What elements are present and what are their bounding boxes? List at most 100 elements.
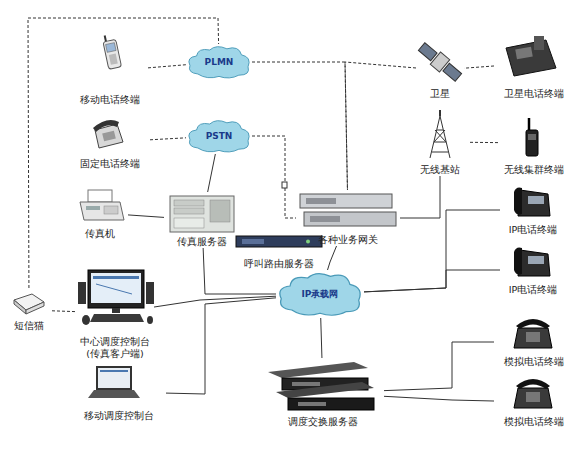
- sms-modem-icon-part: [14, 300, 26, 314]
- device-label: 模拟电话终端: [504, 356, 564, 368]
- network-cloud: PLMN: [186, 44, 252, 80]
- routing-server-icon-part: [242, 239, 264, 244]
- console-workstation-icon-part: [91, 273, 141, 303]
- switch-server-icon-part: [276, 382, 374, 398]
- console-workstation-icon-part: [90, 314, 144, 322]
- line-junction-square: [282, 182, 287, 188]
- ip-phone-icon: [514, 188, 550, 217]
- device-node: 模拟电话终端: [494, 316, 574, 368]
- network-link: [166, 298, 276, 394]
- ip-phone-icon-part: [528, 256, 544, 264]
- network-link: [384, 342, 494, 391]
- ip-phone-icon-part: [514, 248, 522, 275]
- gateway-icon-part: [306, 198, 336, 204]
- device-label: 移动电话终端: [80, 94, 140, 106]
- console-workstation-icon-part: [82, 315, 90, 325]
- device-node: 卫星电话终端: [494, 26, 574, 100]
- switch-server-icon-part: [288, 398, 374, 410]
- console-workstation-icon-part: [146, 282, 154, 304]
- routing-server-icon: [236, 236, 322, 247]
- dashed-link: [470, 142, 498, 143]
- routing-server-icon-part: [306, 240, 310, 244]
- fax-server-icon-part: [210, 200, 230, 222]
- network-link: [128, 215, 164, 217]
- device-node: IP电话终端: [500, 184, 566, 236]
- walkie-talkie-icon-part: [528, 118, 531, 130]
- sms-modem-icon: [14, 294, 44, 314]
- device-label: 呼叫路由服务器: [244, 258, 314, 270]
- device-node: 传真服务器: [164, 192, 240, 248]
- analog-phone-icon-part: [514, 328, 552, 348]
- network-link: [203, 248, 276, 294]
- fax-machine-icon-part: [80, 202, 124, 220]
- laptop-icon-part: [88, 390, 140, 398]
- device-label: 无线集群终端: [504, 164, 564, 176]
- device-label: 短信猫: [14, 320, 44, 332]
- dashed-link: [252, 136, 296, 218]
- device-label: IP电话终端: [509, 284, 558, 296]
- console-workstation-icon: [78, 270, 154, 325]
- ip-phone-icon-part: [514, 188, 522, 215]
- device-label: 移动调度控制台: [84, 410, 154, 422]
- device-node: 模拟电话终端: [494, 376, 574, 428]
- device-label: 调度交换服务器: [288, 416, 358, 428]
- device-node: 中心调度控制台 (传真客户端): [76, 266, 154, 360]
- analog-phone-icon-part: [526, 332, 540, 342]
- fax-server-icon-part: [174, 200, 204, 206]
- analog-phone-icon-part: [526, 392, 540, 402]
- device-label: 中心调度控制台 (传真客户端): [78, 336, 152, 360]
- network-cloud: IP承载网: [276, 270, 364, 318]
- device-node: 传真机: [72, 186, 128, 240]
- mobile-phone-icon-part: [105, 36, 106, 42]
- analog-phone-icon-part: [516, 379, 550, 389]
- satellite-phone-icon: [506, 36, 556, 76]
- switch-server-icon-part: [268, 362, 368, 378]
- sms-modem-icon-part: [26, 302, 44, 314]
- device-label: 卫星电话终端: [504, 88, 564, 100]
- device-label: 传真服务器: [177, 236, 227, 248]
- network-link: [400, 176, 440, 218]
- satellite-phone-icon-part: [534, 36, 544, 50]
- device-label: 固定电话终端: [80, 158, 140, 170]
- walkie-talkie-icon-part: [526, 130, 538, 156]
- device-label: 无线基站: [420, 164, 460, 176]
- ip-phone-icon-part: [528, 196, 544, 204]
- device-node: 固定电话终端: [70, 114, 150, 170]
- network-name: IP承载网: [302, 288, 339, 300]
- fax-server-icon-part: [170, 196, 234, 232]
- device-label: IP电话终端: [509, 224, 558, 236]
- fax-server-icon-part: [174, 208, 204, 214]
- fax-server-icon: [170, 196, 234, 232]
- dashed-link: [148, 65, 186, 68]
- device-label: 卫星: [430, 88, 450, 100]
- console-workstation-icon-part: [93, 276, 139, 279]
- device-node: 移动调度控制台: [72, 362, 166, 422]
- network-link: [364, 270, 500, 292]
- satellite-icon-part: [443, 63, 462, 81]
- analog-phone-icon: [514, 319, 552, 348]
- network-link: [208, 154, 216, 192]
- device-label: 模拟电话终端: [504, 416, 564, 428]
- satellite-phone-icon-part: [515, 47, 532, 60]
- network-cloud: PSTN: [186, 118, 252, 154]
- radio-tower-icon-part: [430, 116, 450, 158]
- switch-server-icon-part: [292, 382, 320, 386]
- console-workstation-icon-part: [96, 284, 132, 294]
- fax-machine-icon-part: [88, 190, 112, 202]
- gateway-icon-part: [310, 216, 340, 222]
- walkie-talkie-icon: [526, 118, 538, 156]
- network-link: [384, 396, 494, 401]
- console-workstation-icon-part: [112, 308, 120, 313]
- device-node: 短信猫: [6, 288, 52, 332]
- cloud-shape: [189, 121, 249, 152]
- switch-server-icon: [268, 362, 374, 410]
- cloud-shape: [189, 47, 249, 78]
- ip-phone-icon-part: [518, 190, 550, 216]
- network-name: PSTN: [206, 130, 233, 142]
- console-workstation-icon-part: [147, 316, 153, 324]
- dashed-link: [52, 310, 76, 312]
- device-node: 无线基站: [410, 108, 470, 176]
- satellite-icon: [416, 40, 463, 83]
- radio-tower-icon-part: [439, 110, 441, 116]
